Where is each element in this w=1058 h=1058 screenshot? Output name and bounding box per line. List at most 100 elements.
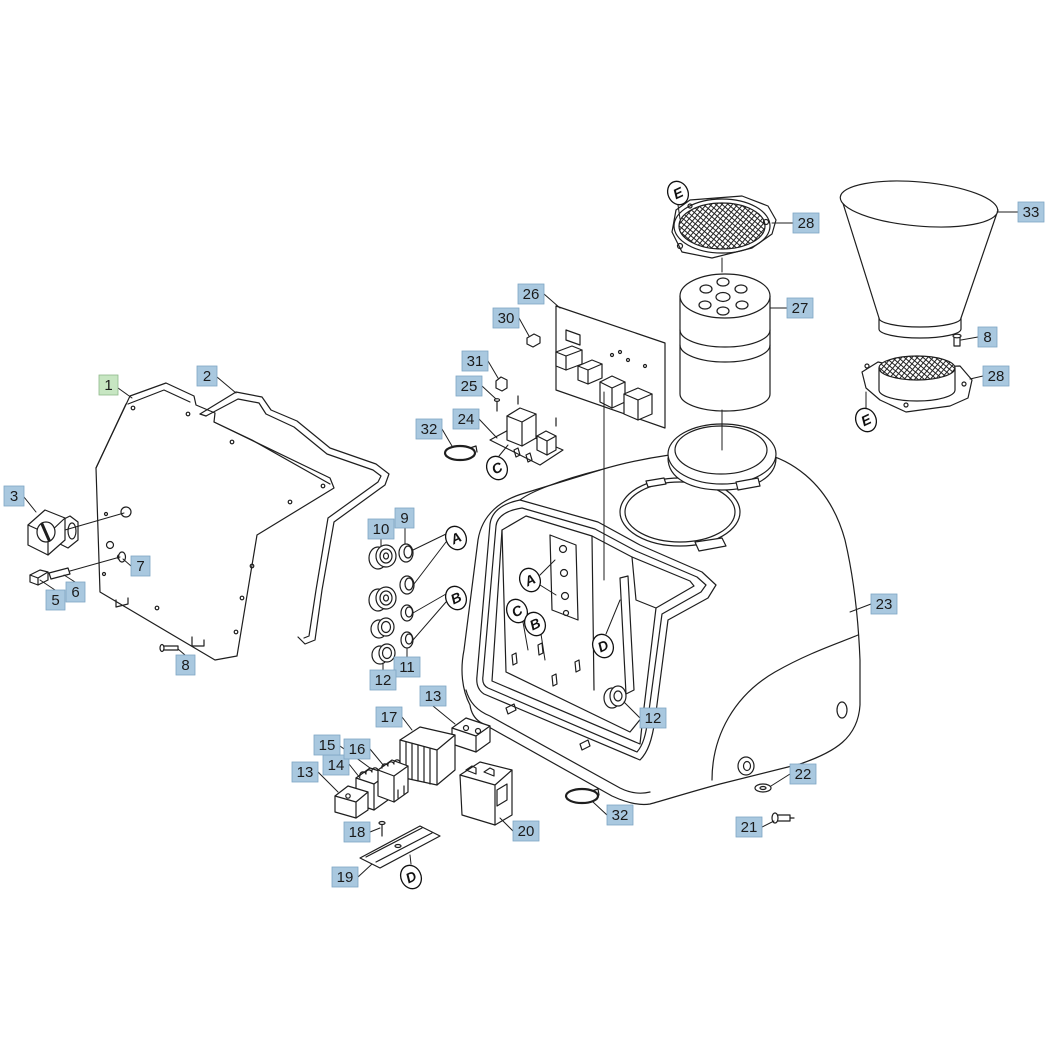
callout-number: 12 [375, 672, 392, 689]
callout-number: 23 [876, 596, 893, 613]
callout-number: 13 [297, 764, 314, 781]
part-33-hopper [839, 180, 999, 339]
part-28-grille-seat [861, 355, 973, 413]
callout-number: 7 [136, 558, 144, 575]
callout-number: 21 [741, 819, 758, 836]
part-31-fuse [495, 376, 508, 392]
part-22-washer [754, 783, 772, 793]
callout-number: 31 [467, 353, 484, 370]
part-9-nut-upper [398, 543, 414, 563]
callout-number: 12 [645, 710, 662, 727]
callout-number: 19 [337, 869, 354, 886]
cable-gland-third [370, 617, 395, 639]
callout-13-upper: 13 [419, 685, 447, 707]
callout-2: 2 [196, 365, 218, 387]
callout-22: 22 [789, 763, 817, 785]
callout-1: 1 [98, 374, 119, 396]
callout-5: 5 [45, 589, 66, 611]
callout-number: 8 [983, 329, 991, 346]
part-26-control-board [555, 305, 666, 429]
callout-27: 27 [786, 297, 814, 319]
callout-12-left: 12 [369, 669, 397, 691]
part-10-cable-gland-upper [368, 544, 397, 570]
callout-16: 16 [343, 738, 371, 760]
callout-14: 14 [322, 754, 350, 776]
marker-e-right: E [854, 407, 878, 433]
callout-30: 30 [492, 307, 520, 329]
callout-number: 13 [425, 688, 442, 705]
part-1-cover-panel [95, 382, 335, 661]
part-32-clamp-lower [564, 787, 600, 805]
part-8-screw-right [952, 333, 962, 347]
callout-21: 21 [735, 816, 763, 838]
callout-number: 10 [373, 521, 390, 538]
part-13-terminal-lower [334, 785, 369, 819]
callout-number: 22 [795, 766, 812, 783]
part-32-clamp-upper [443, 444, 478, 462]
marker-a-housing: A [518, 567, 542, 593]
callout-number: 6 [71, 584, 79, 601]
part-3-rotary-switch [27, 509, 79, 556]
marker-c-board: C [485, 455, 509, 481]
callout-9: 9 [394, 507, 415, 529]
callout-number: 33 [1023, 204, 1040, 221]
callout-3: 3 [3, 485, 25, 507]
callout-28-right: 28 [982, 365, 1010, 387]
callout-number: 32 [612, 807, 629, 824]
part-2-gasket [199, 391, 390, 645]
part-24-power-board [489, 407, 564, 466]
part-5-plug [29, 569, 49, 586]
callout-number: 27 [792, 300, 809, 317]
callout-8-right: 8 [977, 326, 998, 348]
callout-number: 1 [104, 377, 112, 394]
callout-28-top: 28 [792, 212, 820, 234]
callout-13-lower: 13 [291, 761, 319, 783]
callout-33: 33 [1017, 201, 1045, 223]
part-28-grille-plate-top [671, 195, 777, 259]
callout-6: 6 [65, 581, 86, 603]
callout-number: 17 [381, 709, 398, 726]
part-23-main-housing [461, 423, 861, 806]
callout-number: 11 [399, 659, 415, 676]
marker-b-housing: B [523, 611, 547, 637]
callout-26: 26 [517, 283, 545, 305]
callout-number: 25 [461, 378, 478, 395]
part-20-relay [459, 761, 513, 826]
part-30-connector [526, 333, 541, 348]
callout-32-lower: 32 [606, 804, 634, 826]
callout-31: 31 [461, 350, 489, 372]
callout-25: 25 [455, 375, 483, 397]
callout-number: 28 [988, 368, 1005, 385]
callout-11: 11 [393, 656, 421, 678]
marker-a-glands: A [444, 525, 468, 551]
part-18-screw [378, 820, 386, 837]
callout-number: 28 [798, 215, 815, 232]
callout-17: 17 [375, 706, 403, 728]
callout-number: 26 [523, 286, 540, 303]
callout-number: 20 [518, 823, 535, 840]
callout-number: 5 [51, 592, 59, 609]
callout-15: 15 [313, 734, 341, 756]
callout-number: 9 [400, 510, 408, 527]
part-11-nut-lower [400, 604, 414, 649]
callout-number: 18 [349, 824, 366, 841]
callout-18: 18 [343, 821, 371, 843]
callout-number: 24 [458, 411, 475, 428]
callout-number: 2 [203, 368, 211, 385]
letter-markers: A B A C B D C D [399, 180, 878, 890]
marker-c-housing: C [505, 598, 529, 624]
marker-b-glands: B [444, 585, 468, 611]
part-13-terminal-upper [451, 717, 491, 753]
callout-10: 10 [367, 518, 395, 540]
part-6-pin [48, 567, 71, 580]
part-19-din-rail [359, 825, 441, 869]
callout-19: 19 [331, 866, 359, 888]
callout-23: 23 [870, 593, 898, 615]
marker-d-rail: D [399, 864, 423, 890]
part-27-filter-cylinder [679, 273, 771, 412]
part-16-terminal-block [377, 759, 409, 803]
callout-number: 3 [10, 488, 18, 505]
callouts: 1 2 3 5 6 7 8 9 10 11 12 12 13 13 14 15 … [3, 201, 1045, 888]
